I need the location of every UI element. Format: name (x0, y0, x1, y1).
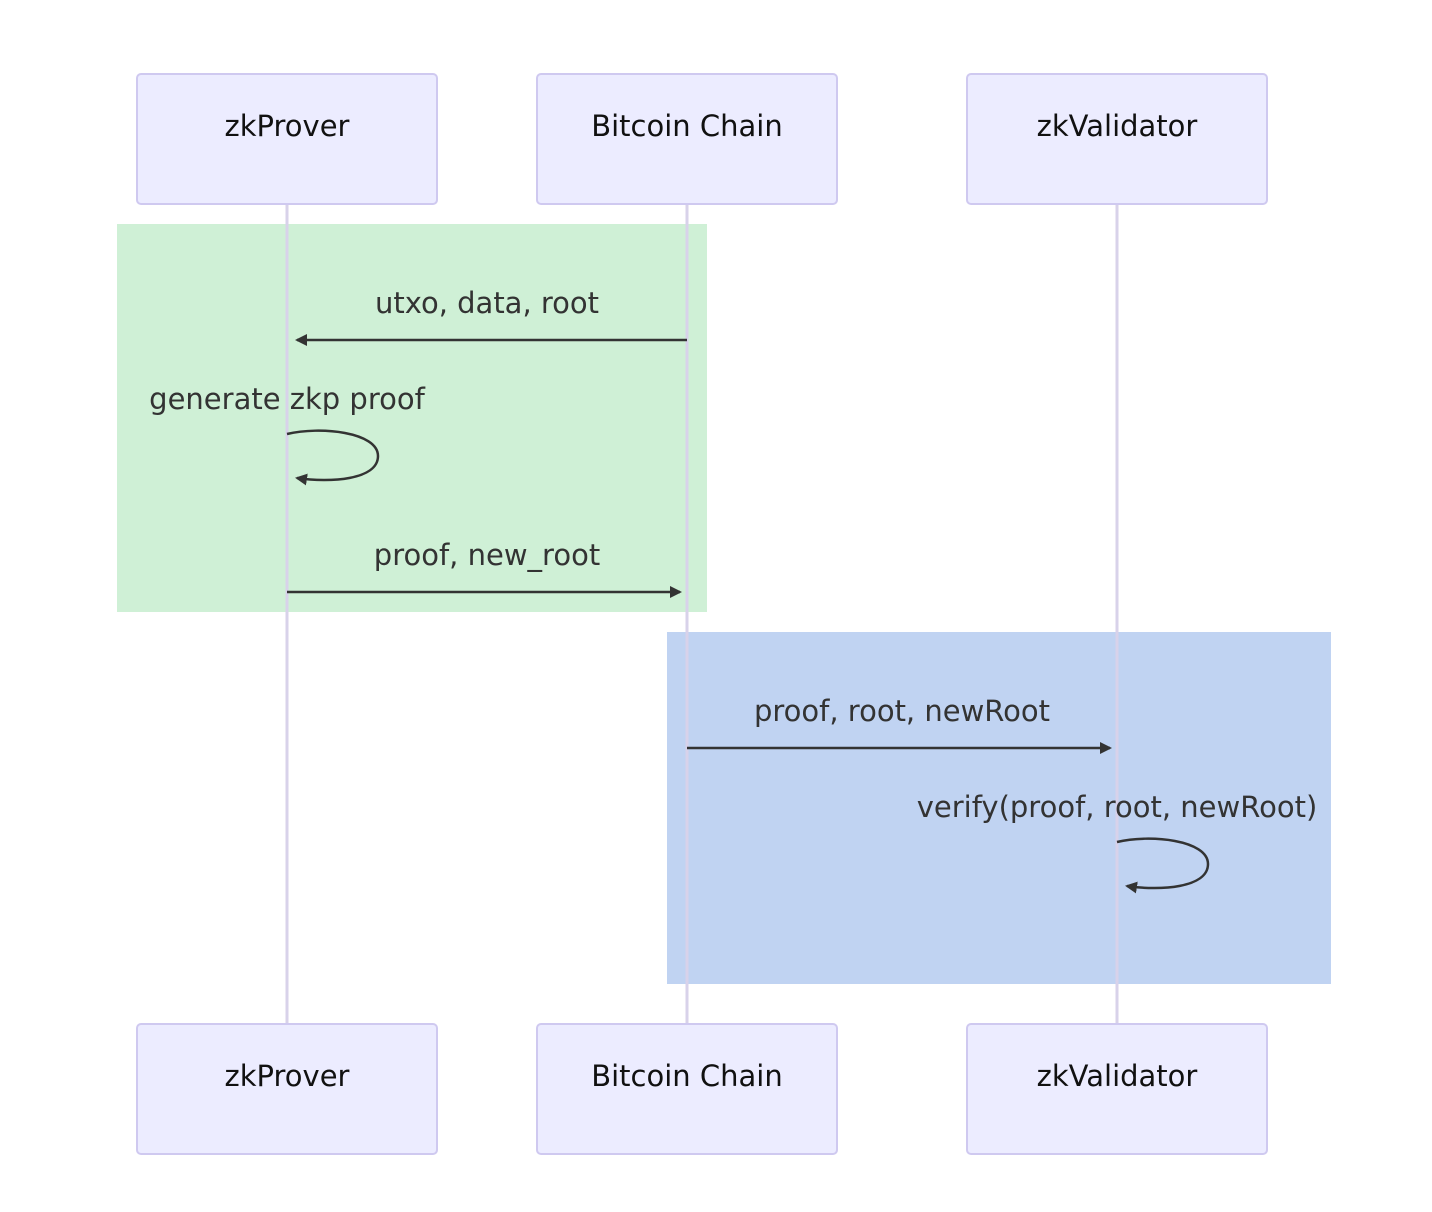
message-label: utxo, data, root (375, 286, 599, 320)
actor-bottom-bitcoin-chain: Bitcoin Chain (536, 1023, 838, 1155)
message-label: generate zkp proof (149, 382, 425, 416)
highlight-region-prover (117, 224, 707, 612)
actor-label: zkValidator (1037, 1059, 1198, 1093)
actor-bottom-zkprover: zkProver (136, 1023, 438, 1155)
actor-bottom-zkvalidator: zkValidator (966, 1023, 1268, 1155)
actor-label: Bitcoin Chain (591, 109, 783, 143)
actor-label: Bitcoin Chain (591, 1059, 783, 1093)
actor-top-zkprover: zkProver (136, 73, 438, 205)
actor-label: zkProver (225, 1059, 350, 1093)
message-generate-zkp-proof: generate zkp proof (149, 382, 426, 486)
message-label: proof, root, newRoot (754, 694, 1050, 728)
actor-label: zkProver (225, 109, 350, 143)
message-label: proof, new_root (374, 538, 600, 572)
message-proof-new-root: proof, new_root (287, 538, 682, 598)
actor-top-zkvalidator: zkValidator (966, 73, 1268, 205)
message-verify: verify(proof, root, newRoot) (917, 790, 1318, 894)
actor-top-bitcoin-chain: Bitcoin Chain (536, 73, 838, 205)
message-utxo-data-root: utxo, data, root (295, 286, 687, 346)
message-proof-root-newroot: proof, root, newRoot (687, 694, 1112, 754)
message-label: verify(proof, root, newRoot) (917, 790, 1318, 824)
actor-label: zkValidator (1037, 109, 1198, 143)
highlight-region-validator (667, 632, 1331, 984)
